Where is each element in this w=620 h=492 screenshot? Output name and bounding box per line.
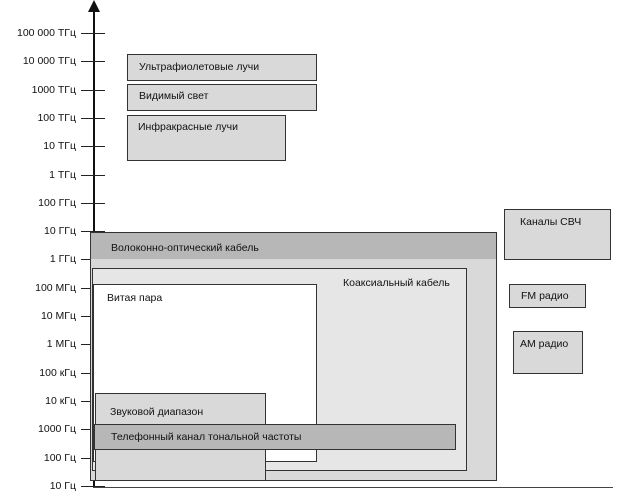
axis-tick — [81, 33, 105, 34]
axis-tick-label: 1 ГГц — [49, 253, 76, 265]
am-label: AM радио — [520, 338, 569, 350]
axis-tick — [81, 90, 105, 91]
coax-label: Коаксиальный кабель — [343, 277, 450, 289]
axis-tick — [81, 175, 105, 176]
axis-arrow-icon — [88, 0, 100, 12]
microwave-band — [504, 209, 611, 260]
axis-tick-label: 100 Гц — [43, 452, 76, 464]
axis-tick-label: 10 ТГц — [43, 140, 76, 152]
ultraviolet-band — [127, 54, 317, 81]
axis-tick-label: 10 МГц — [40, 310, 76, 322]
twisted-pair-label: Витая пара — [107, 292, 163, 304]
axis-tick-label: 100 МГц — [35, 282, 76, 294]
axis-tick-label: 100 ТГц — [37, 112, 76, 124]
baseline — [93, 487, 613, 488]
fm-label: FM радио — [521, 290, 569, 302]
fm-band — [509, 284, 586, 308]
am-band — [513, 331, 583, 374]
axis-tick — [81, 231, 105, 232]
axis-tick-label: 10 Гц — [49, 480, 76, 492]
phone-band — [94, 424, 456, 450]
phone-label: Телефонный канал тональной частоты — [111, 431, 302, 443]
visible-label: Видимый свет — [139, 90, 209, 102]
axis-tick-label: 100 000 ТГц — [17, 27, 76, 39]
microwave-label: Каналы СВЧ — [520, 216, 582, 228]
fiber-label: Волоконно-оптический кабель — [111, 242, 259, 254]
audio-label: Звуковой диапазон — [110, 406, 204, 418]
axis-tick-label: 1000 ТГц — [31, 84, 76, 96]
axis-tick-label: 1000 Гц — [38, 423, 76, 435]
fiber-header — [91, 233, 496, 259]
axis-tick-label: 10 кГц — [45, 395, 76, 407]
axis-tick — [81, 61, 105, 62]
axis-tick — [81, 118, 105, 119]
visible-band — [127, 84, 317, 111]
axis-tick — [81, 486, 105, 487]
axis-tick-label: 100 кГц — [39, 367, 76, 379]
axis-tick-label: 1 ТГц — [49, 169, 76, 181]
ultraviolet-label: Ультрафиолетовые лучи — [139, 61, 260, 73]
infrared-band — [127, 115, 286, 161]
infrared-label: Инфракрасные лучи — [138, 121, 239, 133]
axis-tick-label: 10 000 ТГц — [22, 55, 76, 67]
axis-tick-label: 10 ГГц — [44, 225, 76, 237]
axis-tick-label: 100 ГГц — [38, 197, 76, 209]
axis-tick — [81, 146, 105, 147]
axis-tick-label: 1 МГц — [46, 338, 76, 350]
axis-tick — [81, 203, 105, 204]
